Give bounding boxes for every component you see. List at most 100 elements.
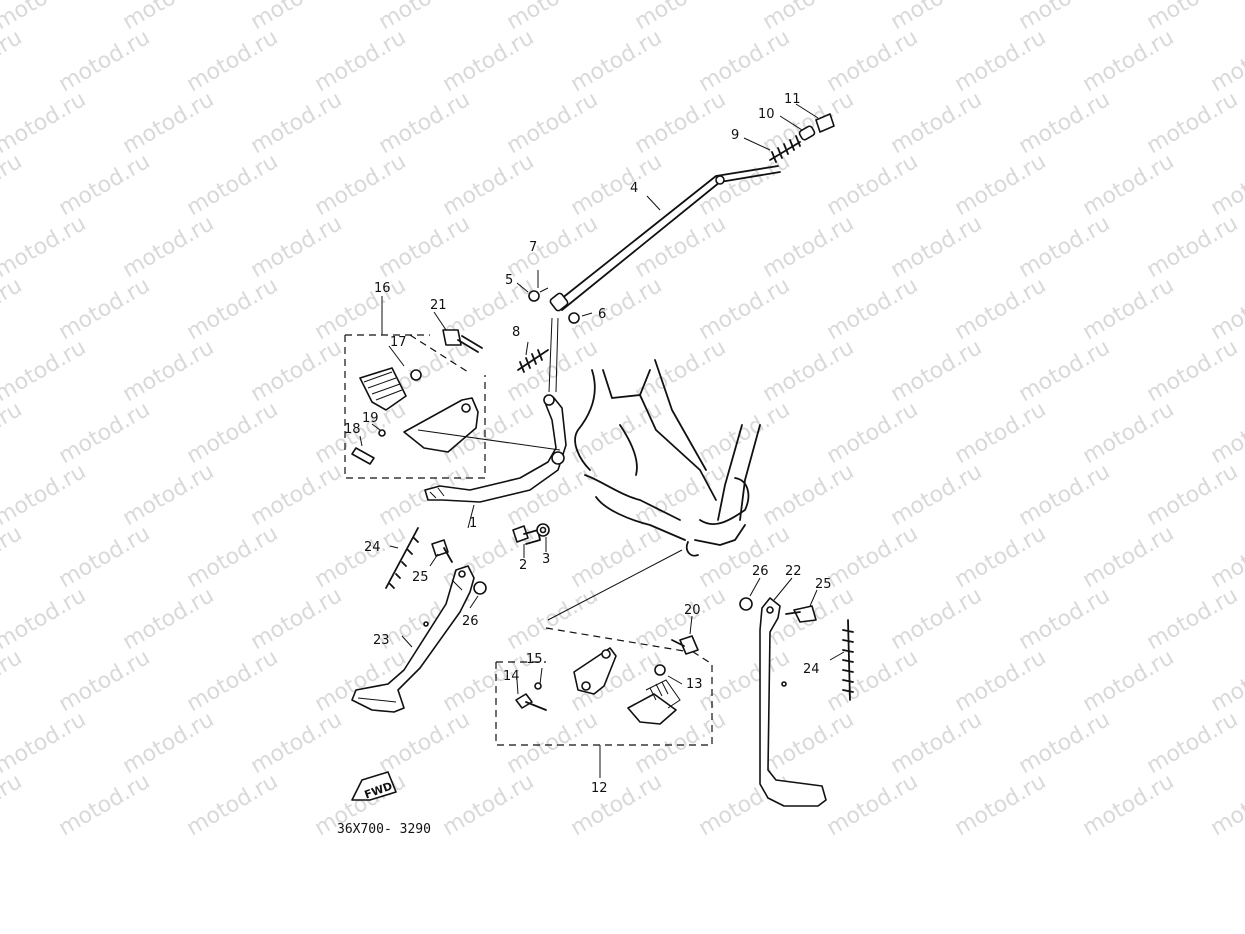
- watermark-text: motod.ru: [183, 521, 283, 593]
- watermark-text: motod.ru: [1207, 769, 1245, 841]
- watermark-text: motod.ru: [1079, 273, 1179, 345]
- callout-17: 17: [390, 335, 407, 350]
- watermark-text: motod.ru: [759, 335, 859, 407]
- callout-10: 10: [758, 107, 775, 122]
- callout-23: 23: [373, 633, 390, 648]
- callout-22: 22: [785, 564, 802, 579]
- watermark-text: motod.ru: [631, 87, 731, 159]
- watermark-text: motod.ru: [183, 645, 283, 717]
- watermark-text: motod.ru: [1015, 211, 1115, 283]
- watermark-text: motod.ru: [439, 149, 539, 221]
- watermark-text: motod.ru: [695, 397, 795, 469]
- callout-8: 8: [512, 325, 520, 340]
- callout-4: 4: [630, 181, 638, 196]
- watermark-text: motod.ru: [503, 707, 603, 779]
- watermark-text: motod.ru: [119, 335, 219, 407]
- watermark-text: motod.ru: [823, 521, 923, 593]
- watermark-text: motod.ru: [503, 583, 603, 655]
- watermark-text: motod.ru: [183, 397, 283, 469]
- watermark-text: motod.ru: [695, 645, 795, 717]
- watermark-text: motod.ru: [1143, 707, 1243, 779]
- watermark-text: motod.ru: [55, 521, 155, 593]
- watermark-text: motod.ru: [375, 211, 475, 283]
- watermark-text: motod.ru: [1079, 149, 1179, 221]
- watermark-text: motod.ru: [1015, 87, 1115, 159]
- watermark-text: motod.ru: [0, 583, 90, 655]
- return-spring: [517, 341, 549, 373]
- watermark-text: motod.ru: [439, 25, 539, 97]
- watermark-text: motod.ru: [0, 707, 90, 779]
- callout-11: 11: [784, 92, 801, 107]
- watermark-text: motod.ru: [823, 397, 923, 469]
- callout-6: 6: [598, 307, 606, 322]
- watermark-text: motod.ru: [951, 149, 1051, 221]
- watermark-text: motod.ru: [55, 149, 155, 221]
- sidestand-right: [739, 597, 854, 807]
- watermark-text: motod.ru: [0, 459, 90, 531]
- watermark-text: motod.ru: [247, 583, 347, 655]
- callout-2: 2: [519, 558, 527, 573]
- callout-13: 13: [686, 677, 703, 692]
- watermark-text: motod.ru: [311, 149, 411, 221]
- watermark-text: motod.ru: [1143, 459, 1243, 531]
- watermark-text: motod.ru: [823, 769, 923, 841]
- watermark-text: motod.ru: [759, 459, 859, 531]
- watermark-text: motod.ru: [887, 707, 987, 779]
- watermark-text: motod.ru: [951, 769, 1051, 841]
- watermark-text: motod.ru: [695, 521, 795, 593]
- watermark-text: motod.ru: [119, 459, 219, 531]
- watermark-text: motod.ru: [119, 87, 219, 159]
- watermark-text: motod.ru: [759, 87, 859, 159]
- watermark-text: motod.ru: [631, 335, 731, 407]
- watermark-text: motod.ru: [695, 273, 795, 345]
- callout-9: 9: [731, 128, 739, 143]
- watermark-text: motod.ru: [1079, 521, 1179, 593]
- watermark-text: motod.ru: [0, 273, 26, 345]
- watermark-text: motod.ru: [887, 583, 987, 655]
- watermark-text: motod.ru: [55, 25, 155, 97]
- watermark-text: motod.ru: [183, 273, 283, 345]
- watermark-text: motod.ru: [1079, 769, 1179, 841]
- watermark-text: motod.ru: [247, 87, 347, 159]
- watermark-text: motod.ru: [1015, 583, 1115, 655]
- watermark-text: motod.ru: [1207, 521, 1245, 593]
- watermark-text: motod.ru: [503, 211, 603, 283]
- watermark-text: motod.ru: [247, 459, 347, 531]
- callout-15: 15: [526, 652, 543, 667]
- watermark-text: motod.ru: [567, 25, 667, 97]
- watermark-text: motod.ru: [1143, 211, 1243, 283]
- watermark-text: motod.ru: [951, 25, 1051, 97]
- watermark-text: motod.ru: [311, 25, 411, 97]
- watermark-text: motod.ru: [247, 211, 347, 283]
- watermark-text: motod.ru: [1079, 397, 1179, 469]
- watermark-text: motod.ru: [0, 645, 26, 717]
- watermark-text: motod.ru: [1143, 335, 1243, 407]
- watermark-text: motod.ru: [0, 769, 26, 841]
- frame-section: [574, 359, 761, 557]
- part-callouts: 1 2 3 4 5 6 7 8 9 10 11 12 13 14 15 16 1…: [344, 92, 832, 796]
- watermark-text: motod.ru: [0, 335, 90, 407]
- watermark-text: motod.ru: [567, 521, 667, 593]
- watermark-text: motod.ru: [1207, 25, 1245, 97]
- callout-18: 18: [344, 422, 361, 437]
- watermark-text: motod.ru: [823, 273, 923, 345]
- watermark-text: motod.ru: [503, 87, 603, 159]
- sidestand-left: [351, 527, 487, 713]
- watermark-text: motod.ru: [1207, 397, 1245, 469]
- watermark-text: motod.ru: [823, 25, 923, 97]
- leader-lines: [359, 103, 845, 695]
- callout-24-left: 24: [364, 540, 381, 555]
- watermark-text: motod.ru: [55, 397, 155, 469]
- watermark-text: motod.ru: [55, 273, 155, 345]
- watermark-text: motod.ru: [1015, 459, 1115, 531]
- callout-7: 7: [529, 240, 537, 255]
- left-footrest-assembly: [344, 296, 561, 479]
- watermark-text: motod.ru: [375, 707, 475, 779]
- pivot-bolt: [512, 523, 550, 558]
- watermark-text: motod.ru: [887, 211, 987, 283]
- watermark-text: motod.ru: [695, 25, 795, 97]
- callout-19: 19: [362, 411, 379, 426]
- watermark-text: motod.ru: [55, 645, 155, 717]
- watermark-text: motod.ru: [247, 335, 347, 407]
